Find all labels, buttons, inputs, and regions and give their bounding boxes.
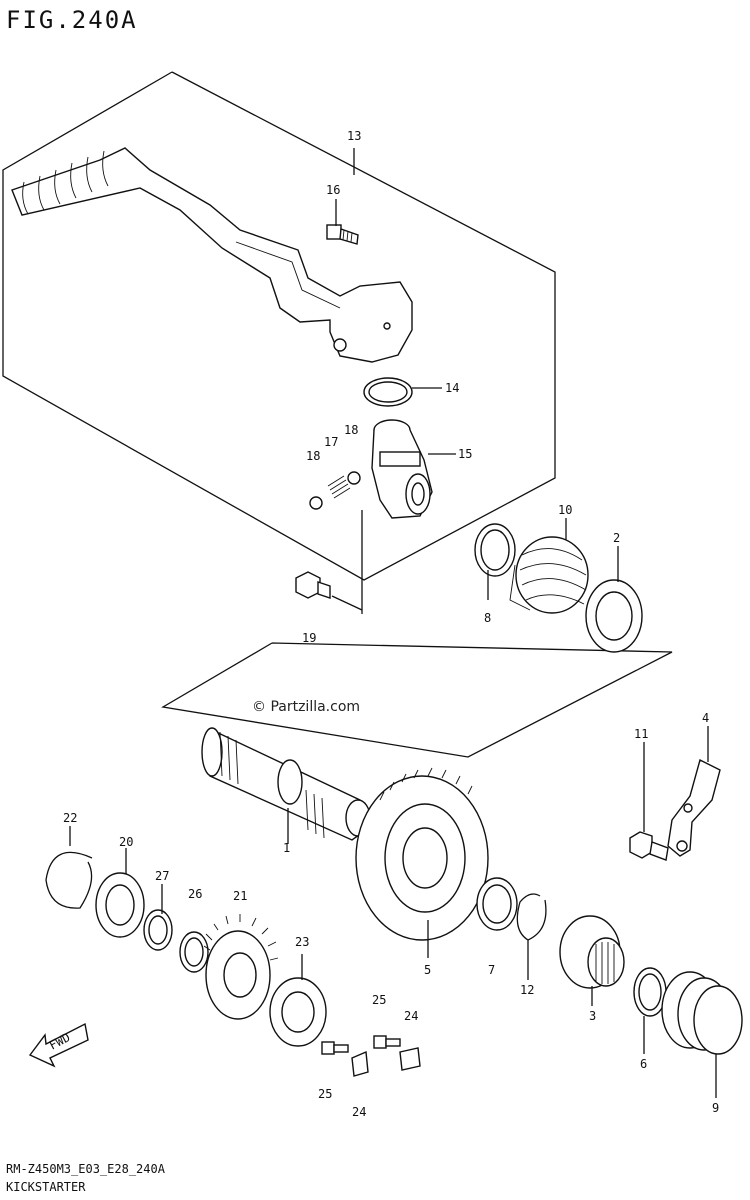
callout-19: 19	[302, 631, 316, 645]
callout-25-bottom: 25	[318, 1087, 332, 1101]
callout-15: 15	[458, 447, 472, 461]
callout-1: 1	[283, 841, 290, 855]
callout-4: 4	[702, 711, 709, 725]
fwd-arrow-icon: FWD	[28, 1022, 89, 1068]
spring-17	[327, 475, 351, 499]
watermark: © Partzilla.com	[252, 699, 361, 715]
callout-2: 2	[613, 531, 620, 545]
leader-lines	[69, 148, 717, 1098]
starter-shaft-1	[201, 727, 371, 841]
lock-washer-24-left	[351, 1050, 369, 1077]
idle-gear-21	[203, 914, 279, 1020]
callout-11: 11	[634, 727, 648, 741]
bolt-11	[629, 831, 669, 861]
drawing-code: RM-Z450M3_E03_E28_240A	[6, 1162, 165, 1176]
starter-gear-5	[355, 767, 489, 941]
callout-5: 5	[424, 963, 431, 977]
return-spring-10	[509, 536, 589, 614]
callout-18-right: 18	[344, 423, 358, 437]
callout-16: 16	[326, 183, 340, 197]
callout-22: 22	[63, 811, 77, 825]
callout-17: 17	[324, 435, 338, 449]
callout-13: 13	[347, 129, 361, 143]
callout-14: 14	[445, 381, 459, 395]
circlip-12	[516, 893, 547, 941]
ball-18-right	[347, 471, 361, 485]
lock-washer-24-right	[399, 1047, 421, 1071]
callout-8: 8	[484, 611, 491, 625]
callout-10: 10	[558, 503, 572, 517]
guide-plate-4	[667, 758, 721, 857]
spring-9	[661, 971, 743, 1055]
callout-24-bottom: 24	[352, 1105, 366, 1119]
callout-7: 7	[488, 963, 495, 977]
callout-27: 27	[155, 869, 169, 883]
upper-assembly-box	[2, 71, 556, 581]
ratchet-3	[559, 915, 625, 989]
callout-12: 12	[520, 983, 534, 997]
callout-23: 23	[295, 935, 309, 949]
callout-21: 21	[233, 889, 247, 903]
bolt-16	[326, 224, 359, 245]
callout-26: 26	[188, 887, 202, 901]
callout-9: 9	[712, 1101, 719, 1115]
callout-18-left: 18	[306, 449, 320, 463]
diagram-caption: KICKSTARTER	[6, 1180, 86, 1194]
circlip-22	[45, 851, 93, 909]
bolt-19	[295, 571, 331, 599]
bolt-25-right	[373, 1035, 401, 1049]
kick-shaft-15	[371, 419, 433, 519]
callout-6: 6	[640, 1057, 647, 1071]
callout-24-top: 24	[404, 1009, 418, 1023]
callout-numbers: 13 16 14 18 17 18 15 10 2 8 19 4 11 22 2…	[63, 129, 719, 1119]
figure-title: FIG.240A	[6, 6, 138, 34]
lower-assembly-box	[161, 642, 673, 758]
callout-25-top: 25	[372, 993, 386, 1007]
callout-3: 3	[589, 1009, 596, 1023]
ball-18-left	[309, 496, 323, 510]
kick-lever	[11, 147, 413, 363]
callout-20: 20	[119, 835, 133, 849]
bolt-25-left	[321, 1041, 349, 1055]
